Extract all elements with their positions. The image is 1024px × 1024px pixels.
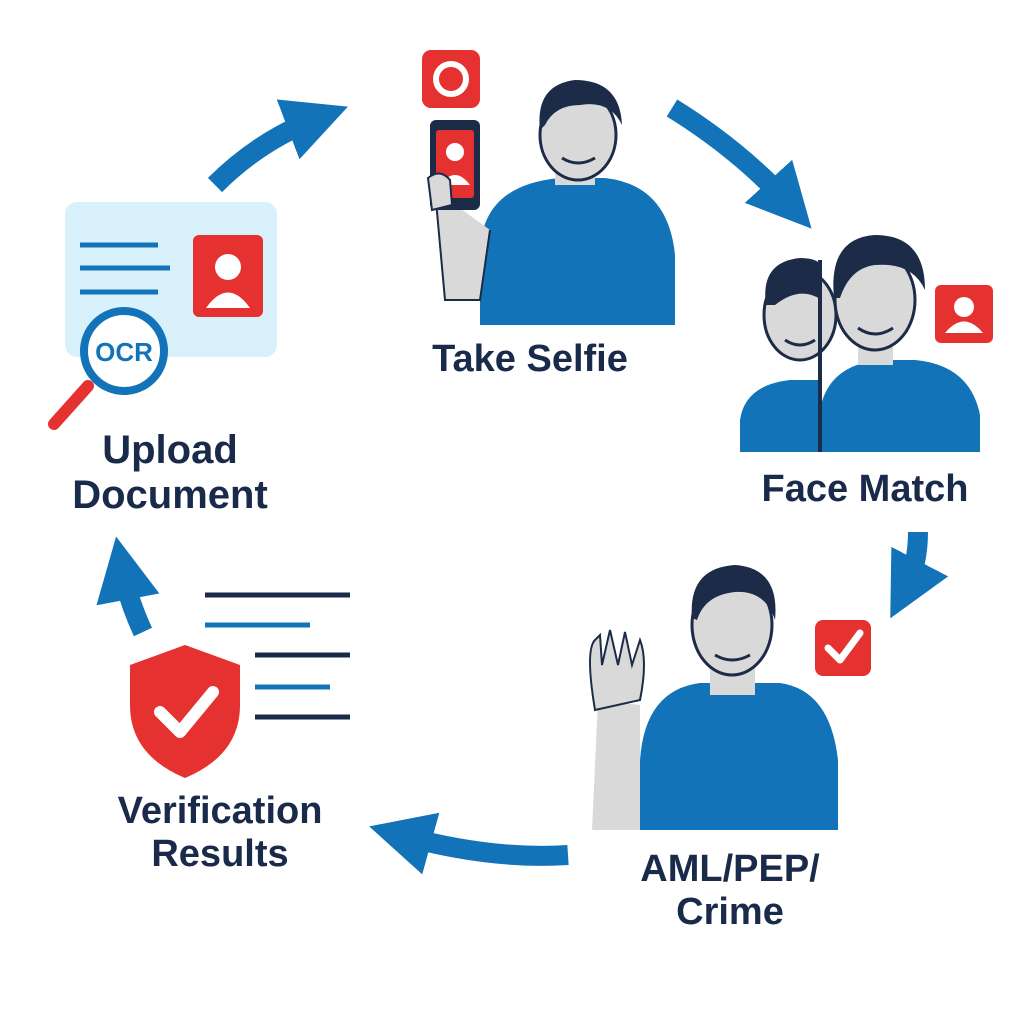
- arrow-aml-to-verif: [369, 812, 569, 875]
- camera-icon: [422, 50, 480, 108]
- ocr-label: OCR: [95, 337, 153, 367]
- arrow-upload-to-selfie: [207, 99, 348, 193]
- verification-results-illustration: [130, 592, 350, 778]
- aml-person: [589, 565, 871, 830]
- step-label-aml-check: AML/PEP/ Crime: [640, 848, 820, 933]
- step-label-verification-results: Verification Results: [117, 790, 323, 875]
- arrow-face-to-aml: [890, 531, 949, 619]
- magnifier-icon: [48, 380, 94, 430]
- selfie-person: [422, 50, 675, 325]
- cycle-arrows: [96, 99, 949, 875]
- shield-check-icon: [130, 645, 240, 778]
- arrow-selfie-to-face: [666, 99, 812, 229]
- arrow-verif-to-upload: [96, 536, 160, 637]
- step-label-face-match: Face Match: [761, 468, 969, 510]
- step-label-upload-document: Upload Document: [72, 428, 268, 517]
- checkmark-icon: [815, 620, 871, 676]
- step-label-take-selfie: Take Selfie: [432, 338, 628, 380]
- face-match-illustration: [740, 235, 993, 452]
- upload-document-illustration: OCR: [48, 202, 277, 430]
